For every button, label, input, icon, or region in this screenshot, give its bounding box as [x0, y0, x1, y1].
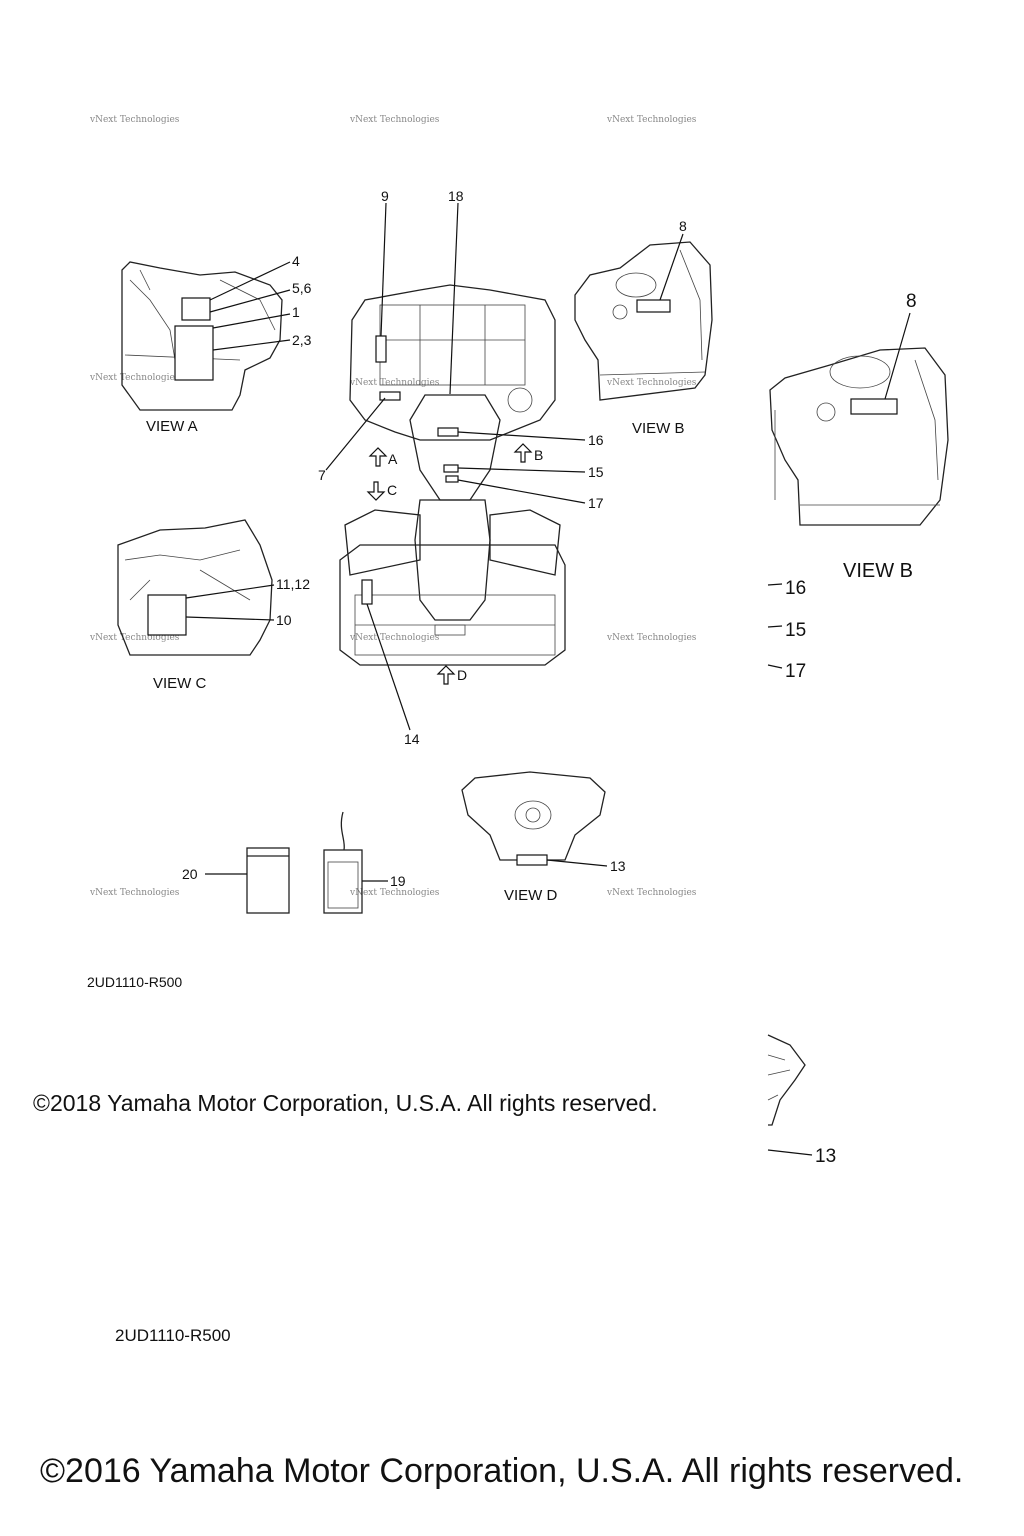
view-d-illustration: 13 VIEW D [461, 771, 626, 904]
large-callout-16: 16 [785, 578, 806, 599]
part-code: 2UD1110-R500 [87, 974, 183, 990]
view-c-label: VIEW C [153, 675, 207, 692]
svg-text:B: B [534, 447, 543, 463]
watermark: vNext Technologies [349, 888, 440, 898]
callout-1: 1 [292, 304, 300, 320]
part-code: 2UD1110-R500 [115, 1326, 231, 1345]
callout-16: 16 [588, 432, 604, 448]
view-c-illustration: 11,12 10 VIEW C [117, 519, 310, 692]
callout-10: 10 [276, 612, 292, 628]
callout-13: 13 [610, 858, 626, 874]
watermark: vNext Technologies [89, 888, 180, 898]
watermark: vNext Technologies [89, 633, 180, 643]
arrow-a: A [368, 447, 398, 467]
watermark: vNext Technologies [89, 115, 180, 125]
callout-4: 4 [292, 253, 300, 269]
tag-item-19 [323, 849, 363, 914]
view-a-illustration: 4 5,6 1 2,3 VIEW A [121, 253, 312, 435]
callout-17: 17 [588, 495, 604, 511]
callout-18: 18 [448, 188, 464, 204]
callout-5-6: 5,6 [292, 280, 312, 296]
label-7 [379, 391, 401, 401]
large-callout-17: 17 [785, 661, 806, 682]
view-d-large-fragment: 13 [767, 1034, 836, 1167]
watermark: vNext Technologies [349, 115, 440, 125]
label-16 [437, 427, 459, 437]
callout-7: 7 [318, 467, 326, 483]
label-15 [443, 464, 459, 473]
watermark: vNext Technologies [606, 633, 697, 643]
label-8-large [850, 398, 898, 415]
label-13-small [516, 854, 548, 866]
label-8-small [636, 299, 671, 313]
callout-8: 8 [679, 218, 687, 234]
watermark: vNext Technologies [606, 888, 697, 898]
copyright-notice: ©2018 Yamaha Motor Corporation, U.S.A. A… [33, 1090, 658, 1116]
callout-2-3: 2,3 [292, 332, 312, 348]
large-callout-13: 13 [815, 1146, 836, 1167]
label-10-11-12 [147, 594, 187, 636]
callout-14: 14 [404, 731, 420, 747]
view-d-label: VIEW D [504, 887, 558, 904]
label-1-2-3 [174, 325, 214, 381]
large-callout-15: 15 [785, 620, 806, 641]
watermark: vNext Technologies [89, 373, 180, 383]
view-b-label: VIEW B [632, 420, 685, 437]
svg-text:A: A [388, 451, 398, 467]
callout-20: 20 [182, 866, 198, 882]
label-4-5-6 [181, 297, 211, 321]
large-callout-8: 8 [906, 291, 917, 312]
view-b-large-illustration: 8 VIEW B 16 15 17 [767, 291, 949, 682]
manual-item-20 [246, 847, 290, 914]
watermark: vNext Technologies [349, 633, 440, 643]
label-9 [375, 335, 387, 363]
view-b-illustration: 8 VIEW B [574, 218, 713, 437]
arrow-b: B [513, 443, 543, 463]
watermarks: vNext Technologies vNext Technologies vN… [89, 115, 697, 898]
svg-text:D: D [457, 667, 467, 683]
label-17 [445, 475, 459, 483]
atv-top-view: 9 18 7 16 15 17 14 A B C D [318, 188, 604, 747]
watermark: vNext Technologies [349, 378, 440, 388]
callout-9: 9 [381, 188, 389, 204]
copyright-notice: ©2016 Yamaha Motor Corporation, U.S.A. A… [40, 1452, 964, 1490]
watermark: vNext Technologies [606, 378, 697, 388]
arrow-d: D [436, 665, 467, 685]
callout-11-12: 11,12 [276, 576, 310, 592]
arrow-c: C [366, 481, 397, 501]
watermark: vNext Technologies [606, 115, 697, 125]
view-b-large-label: VIEW B [843, 560, 913, 582]
svg-text:C: C [387, 482, 397, 498]
callout-15: 15 [588, 464, 604, 480]
view-a-label: VIEW A [146, 418, 198, 435]
manual-and-tag-illustration: 20 19 [182, 811, 406, 914]
callout-19: 19 [390, 873, 406, 889]
label-14 [361, 579, 373, 605]
